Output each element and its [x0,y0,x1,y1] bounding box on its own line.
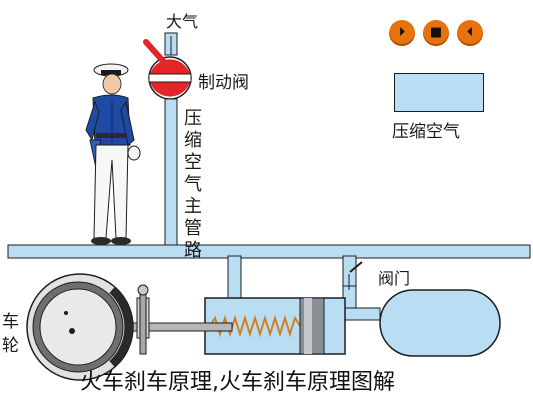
stop-button[interactable]: ■ [423,20,449,46]
main-pipe-label: 压缩空气主管路 [184,108,202,261]
caption: 火车刹车原理,火车刹车原理图解 [80,370,395,395]
back-button[interactable]: ⏴ [457,20,483,46]
brake-valve [143,39,192,100]
air-reservoir [379,289,501,357]
atmosphere-label: 大气 [166,12,199,31]
wheel-label: 车轮 [2,312,19,356]
brake-shoe [136,284,150,355]
return-spring [209,314,301,338]
train-conductor [85,63,141,245]
train-wheel [26,273,134,381]
stop-icon: ■ [429,25,443,40]
legend-swatch [394,73,484,112]
exhaust-pipe [164,32,178,56]
main-pipe-horizontal [7,244,531,259]
valve-label: 阀门 [378,269,411,288]
valve-handle [143,39,166,64]
back-icon: ⏴ [466,25,474,40]
main-pipe-vertical [164,98,178,248]
legend-label: 压缩空气 [392,122,460,142]
brake-valve-label: 制动阀 [198,73,249,93]
check-valve [348,261,363,290]
play-icon: ⏵ [398,25,406,40]
play-button[interactable]: ⏵ [389,20,415,46]
cylinder-feed-pipe [227,255,242,303]
